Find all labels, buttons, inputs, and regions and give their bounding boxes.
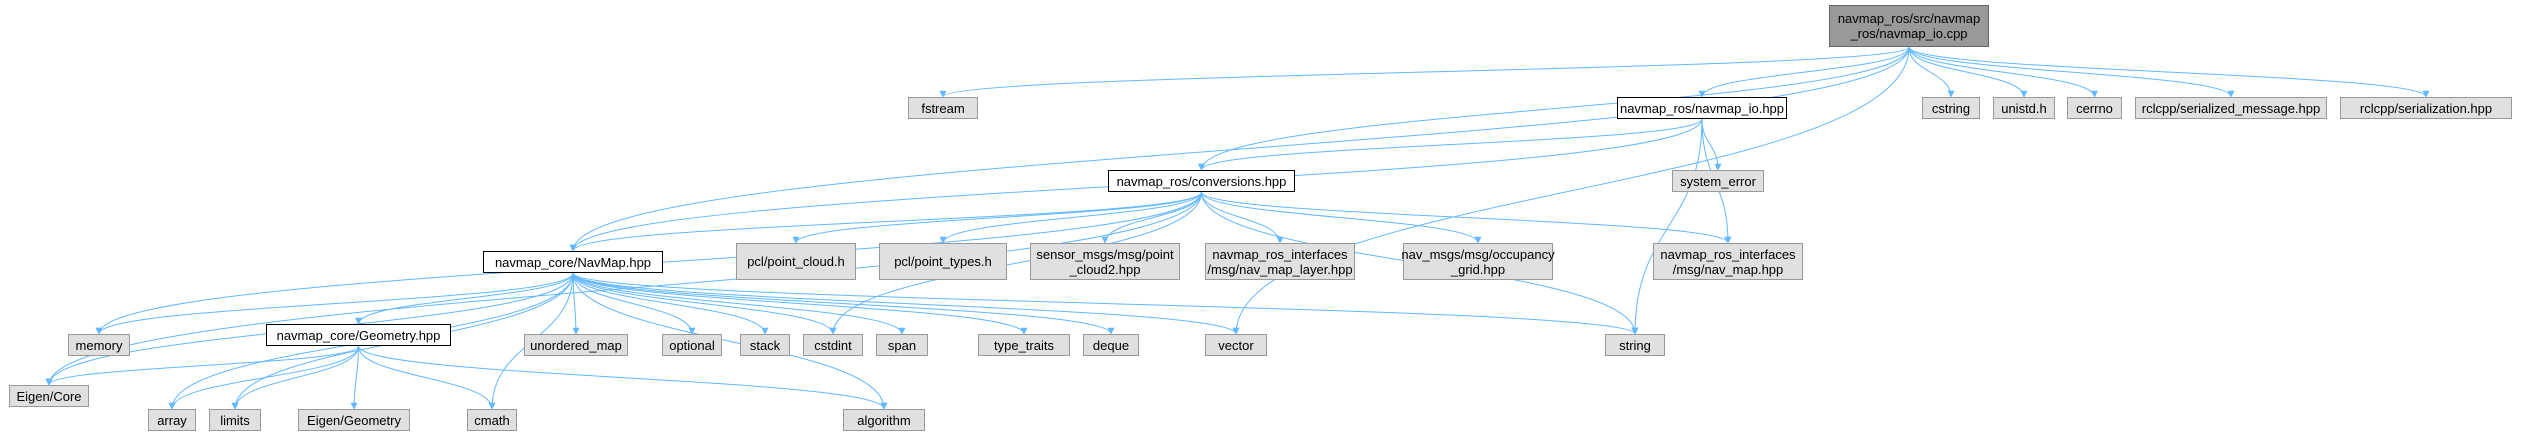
edge-navmap_hpp-to-algorithm	[572, 272, 888, 410]
edge-navmap_hpp-to-vector	[572, 272, 1240, 335]
node-serialized-message[interactable]: rclcpp/serialized_message.hpp	[2135, 97, 2327, 119]
edge-navmap_io_cpp-to-serialization	[1908, 46, 2430, 98]
node-navmap-hpp[interactable]: navmap_core/NavMap.hpp	[483, 251, 663, 273]
edge-navmap_hpp-to-span	[572, 272, 906, 335]
node-pcl-point-types[interactable]: pcl/point_types.h	[879, 243, 1007, 280]
edge-conversions-to-cstdint	[829, 191, 1202, 335]
node-unordered-map[interactable]: unordered_map	[524, 334, 628, 356]
node-optional[interactable]: optional	[662, 334, 722, 356]
edge-navmap_io_cpp-to-cstring	[1908, 46, 1955, 98]
edge-navmap_io_hpp-to-conversions	[1198, 118, 1703, 171]
node-conversions[interactable]: navmap_ros/conversions.hpp	[1108, 170, 1295, 192]
node-geometry-hpp[interactable]: navmap_core/Geometry.hpp	[266, 324, 451, 346]
edge-conversions-to-pcl_point_types	[939, 191, 1202, 244]
node-navmap-io-cpp: navmap_ros/src/navmap _ros/navmap_io.cpp	[1829, 5, 1989, 47]
node-cmath[interactable]: cmath	[467, 409, 517, 431]
edge-navmap_io_cpp-to-conversions	[1198, 46, 1910, 171]
edge-navmap_io_cpp-to-navmap_io_hpp	[1698, 46, 1910, 98]
edge-geometry_hpp-to-cmath	[358, 345, 496, 410]
edge-conversions-to-nav_map_layer	[1201, 191, 1284, 244]
edge-conversions-to-navmap_hpp	[569, 191, 1202, 252]
edge-navmap_hpp-to-type_traits	[572, 272, 1028, 335]
edge-navmap_io_hpp-to-string	[1631, 118, 1703, 335]
edge-navmap_io_cpp-to-unistd	[1908, 46, 2028, 98]
node-fstream[interactable]: fstream	[908, 97, 978, 119]
edge-navmap_hpp-to-string	[572, 272, 1639, 335]
edge-geometry_hpp-to-algorithm	[358, 345, 888, 410]
edge-navmap_io_cpp-to-vector	[1232, 46, 1910, 335]
node-vector[interactable]: vector	[1205, 334, 1267, 356]
edge-conversions-to-pcl_point_cloud	[792, 191, 1202, 244]
node-cstdint[interactable]: cstdint	[803, 334, 863, 356]
node-deque[interactable]: deque	[1083, 334, 1139, 356]
edge-navmap_io_hpp-to-system_error	[1701, 118, 1722, 171]
node-algorithm[interactable]: algorithm	[843, 409, 925, 431]
edge-navmap_io_cpp-to-navmap_hpp	[569, 46, 1910, 252]
edge-geometry_hpp-to-array	[168, 345, 359, 410]
node-nav-map-msg[interactable]: navmap_ros_interfaces /msg/nav_map.hpp	[1653, 243, 1803, 280]
edge-navmap_io_cpp-to-cerrno	[1908, 46, 2098, 98]
edge-geometry_hpp-to-eigen_geometry	[350, 345, 359, 410]
edge-navmap_io_cpp-to-fstream	[939, 46, 1910, 98]
node-system-error[interactable]: system_error	[1672, 170, 1764, 192]
node-nav-map-layer[interactable]: navmap_ros_interfaces /msg/nav_map_layer…	[1205, 243, 1355, 280]
edge-navmap_hpp-to-deque	[572, 272, 1115, 335]
node-cstring[interactable]: cstring	[1922, 97, 1980, 119]
node-navmap-io-hpp[interactable]: navmap_ros/navmap_io.hpp	[1617, 97, 1787, 119]
node-string[interactable]: string	[1605, 334, 1665, 356]
edge-navmap_hpp-to-stack	[572, 272, 769, 335]
edge-navmap_hpp-to-optional	[572, 272, 696, 335]
node-memory[interactable]: memory	[68, 334, 130, 356]
edge-navmap_hpp-to-unordered_map	[572, 272, 580, 335]
node-span[interactable]: span	[876, 334, 928, 356]
node-eigen-core[interactable]: Eigen/Core	[9, 385, 89, 407]
edge-navmap_io_cpp-to-serialized_message	[1908, 46, 2235, 98]
node-unistd[interactable]: unistd.h	[1993, 97, 2055, 119]
edge-navmap_hpp-to-cstdint	[572, 272, 837, 335]
edge-navmap_hpp-to-memory	[95, 272, 574, 335]
node-serialization[interactable]: rclcpp/serialization.hpp	[2340, 97, 2512, 119]
node-sensor-msgs[interactable]: sensor_msgs/msg/point _cloud2.hpp	[1030, 243, 1180, 280]
node-pcl-point-cloud[interactable]: pcl/point_cloud.h	[736, 243, 856, 280]
edge-conversions-to-sensor_msgs	[1101, 191, 1202, 244]
edge-conversions-to-nav_map_msg	[1201, 191, 1732, 244]
node-limits[interactable]: limits	[209, 409, 261, 431]
node-eigen-geometry[interactable]: Eigen/Geometry	[298, 409, 410, 431]
node-occupancy-grid[interactable]: nav_msgs/msg/occupancy _grid.hpp	[1401, 243, 1555, 280]
node-stack[interactable]: stack	[740, 334, 790, 356]
node-array[interactable]: array	[148, 409, 196, 431]
node-cerrno[interactable]: cerrno	[2067, 97, 2122, 119]
edge-geometry_hpp-to-eigen_core	[45, 345, 359, 386]
node-type-traits[interactable]: type_traits	[978, 334, 1070, 356]
edge-geometry_hpp-to-limits	[231, 345, 359, 410]
edge-conversions-to-occupancy_grid	[1201, 191, 1482, 244]
edge-navmap_hpp-to-geometry_hpp	[355, 272, 574, 325]
